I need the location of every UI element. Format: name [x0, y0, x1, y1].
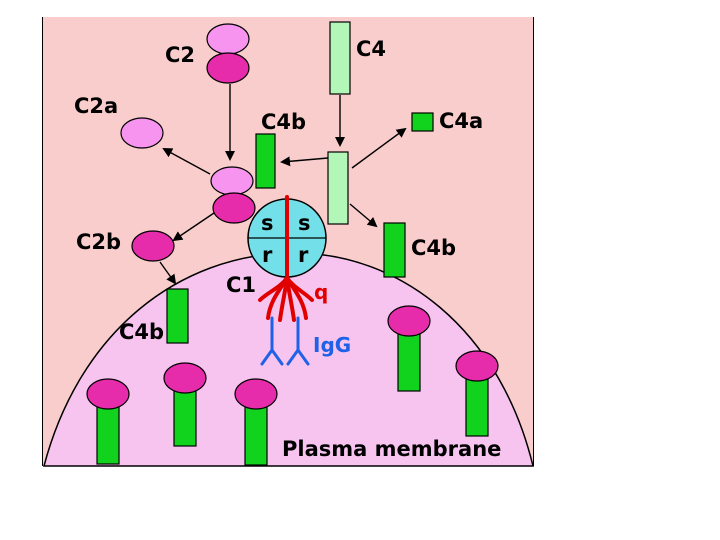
membrane-protein — [387, 305, 431, 392]
arrow-to-c4b-right — [349, 203, 378, 228]
arrow-to-c2b — [172, 212, 215, 242]
membrane-protein — [234, 378, 278, 466]
arrow-to-c2a — [162, 148, 211, 175]
label-q: q — [314, 280, 328, 304]
igg-antibody — [260, 316, 310, 366]
label-c1r-left: r — [262, 243, 273, 267]
c2b-bound — [212, 192, 256, 224]
label-c2b: C2b — [76, 230, 121, 254]
c2b-released — [131, 230, 175, 262]
label-c4a: C4a — [439, 109, 483, 133]
label-c2a: C2a — [74, 94, 118, 118]
label-plasma-membrane: Plasma membrane — [282, 437, 501, 461]
arrow-c2b-to-membrane — [159, 261, 177, 285]
c4b-bound-left — [166, 288, 189, 344]
c4b-top — [255, 133, 276, 189]
c4b-right — [383, 222, 406, 278]
c4-bound — [327, 151, 349, 225]
membrane-protein — [86, 378, 130, 465]
reaction-arrows — [159, 84, 407, 285]
label-c1: C1 — [226, 273, 256, 297]
label-c4b-left: C4b — [119, 320, 164, 344]
c2a-released — [120, 117, 164, 149]
label-c1s-left: s — [261, 211, 274, 235]
c2-bottom-lobe — [206, 52, 250, 84]
c4a-fragment — [411, 112, 434, 132]
label-c1s-right: s — [298, 211, 311, 235]
c4-free — [329, 21, 351, 95]
label-c4: C4 — [356, 37, 386, 61]
label-c2: C2 — [165, 43, 195, 67]
c2-top-lobe — [206, 23, 250, 55]
c1q-stalk — [258, 195, 314, 322]
membrane-protein — [163, 362, 207, 447]
label-c1r-right: r — [298, 243, 309, 267]
arrow-to-c4a — [351, 127, 407, 169]
label-c4b-top: C4b — [261, 110, 306, 134]
label-igg: IgG — [313, 333, 351, 357]
membrane-protein — [455, 350, 499, 437]
label-c4b-right: C4b — [411, 236, 456, 260]
arrow-to-c4b-top — [280, 156, 329, 167]
c2a-bound — [210, 166, 254, 196]
